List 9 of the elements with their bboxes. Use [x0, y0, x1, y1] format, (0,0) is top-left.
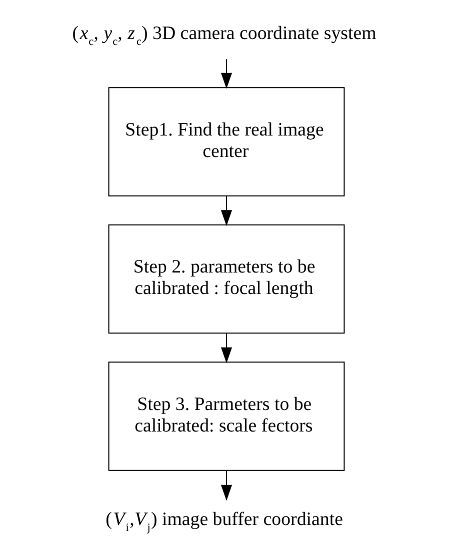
node-box: Step 2. parameters to be calibrated : focal length: [108, 224, 345, 334]
arrow: [220, 59, 232, 89]
node-box: Step1. Find the real image center: [108, 87, 345, 196]
node-box: Step 3. Parmeters to be calibrated: scale fectors: [108, 362, 345, 471]
arrow: [220, 196, 232, 226]
node-text: (V$_{i}$,V$_{j}$) image buffer coordiante: [106, 509, 343, 534]
arrow: [220, 334, 232, 364]
node-text: (x$_{c}$, y$_{c}$, z$_{c}$) 3D camera coordinate system: [72, 23, 376, 48]
arrow: [220, 470, 232, 501]
